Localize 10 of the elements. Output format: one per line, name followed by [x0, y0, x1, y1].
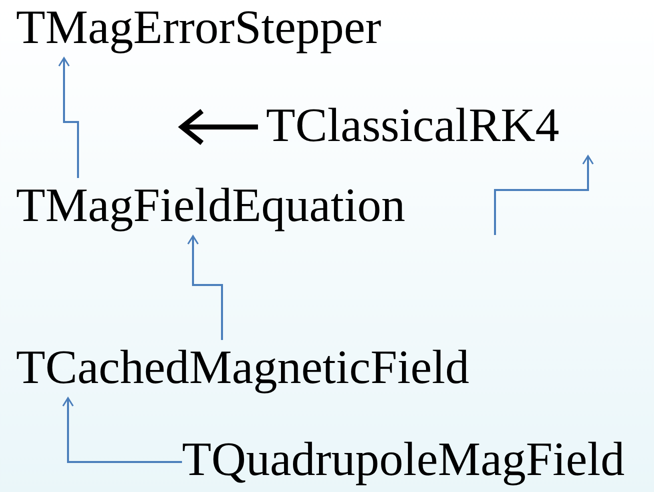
- class-name: TCachedMagneticField: [16, 340, 470, 396]
- arrow: [187, 235, 223, 340]
- class-name: TQuadrupoleMagField: [182, 432, 625, 488]
- arrow: [494, 155, 594, 235]
- arrow: [58, 57, 79, 178]
- class-name: TMagErrorStepper: [16, 0, 382, 56]
- class-name: TMagFieldEquation: [16, 178, 406, 234]
- class-name: TClassicalRK4: [266, 98, 560, 154]
- arrow: [62, 397, 182, 463]
- arrow: [180, 108, 258, 146]
